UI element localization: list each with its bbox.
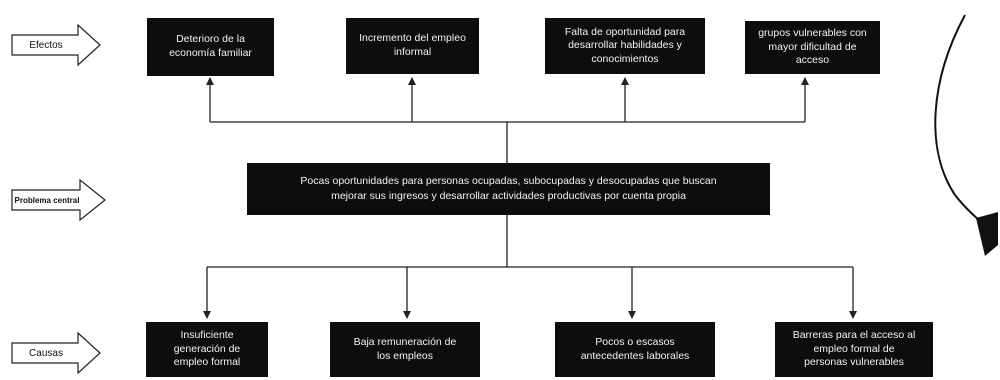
effect-box: Incremento del empleo informal bbox=[346, 18, 479, 74]
effect-box: Falta de oportunidad para desarrollar ha… bbox=[545, 18, 705, 74]
effect-box: grupos vulnerables con mayor dificultad … bbox=[745, 21, 880, 74]
hand-drawn-curve bbox=[934, 14, 994, 233]
effects-label: Efectos bbox=[29, 39, 63, 51]
cause-box: Insuficiente generación de empleo formal bbox=[146, 322, 268, 377]
central-arrow-shape bbox=[11, 178, 106, 222]
cause-box: Barreras para el acceso al empleo formal… bbox=[775, 322, 933, 377]
causes-arrow-shape bbox=[11, 331, 101, 375]
cause-box: Baja remuneración de los empleos bbox=[330, 322, 480, 377]
effect-box: Deterioro de la economía familiar bbox=[147, 18, 274, 76]
effects-arrow-shape bbox=[11, 23, 101, 67]
causes-label: Causas bbox=[29, 347, 63, 359]
cause-box: Pocos o escasos antecedentes laborales bbox=[555, 322, 715, 377]
hand-drawn-mark bbox=[976, 212, 998, 256]
central-problem-label: Problema central bbox=[14, 195, 80, 205]
central-problem-box: Pocas oportunidades para personas ocupad… bbox=[247, 163, 770, 215]
